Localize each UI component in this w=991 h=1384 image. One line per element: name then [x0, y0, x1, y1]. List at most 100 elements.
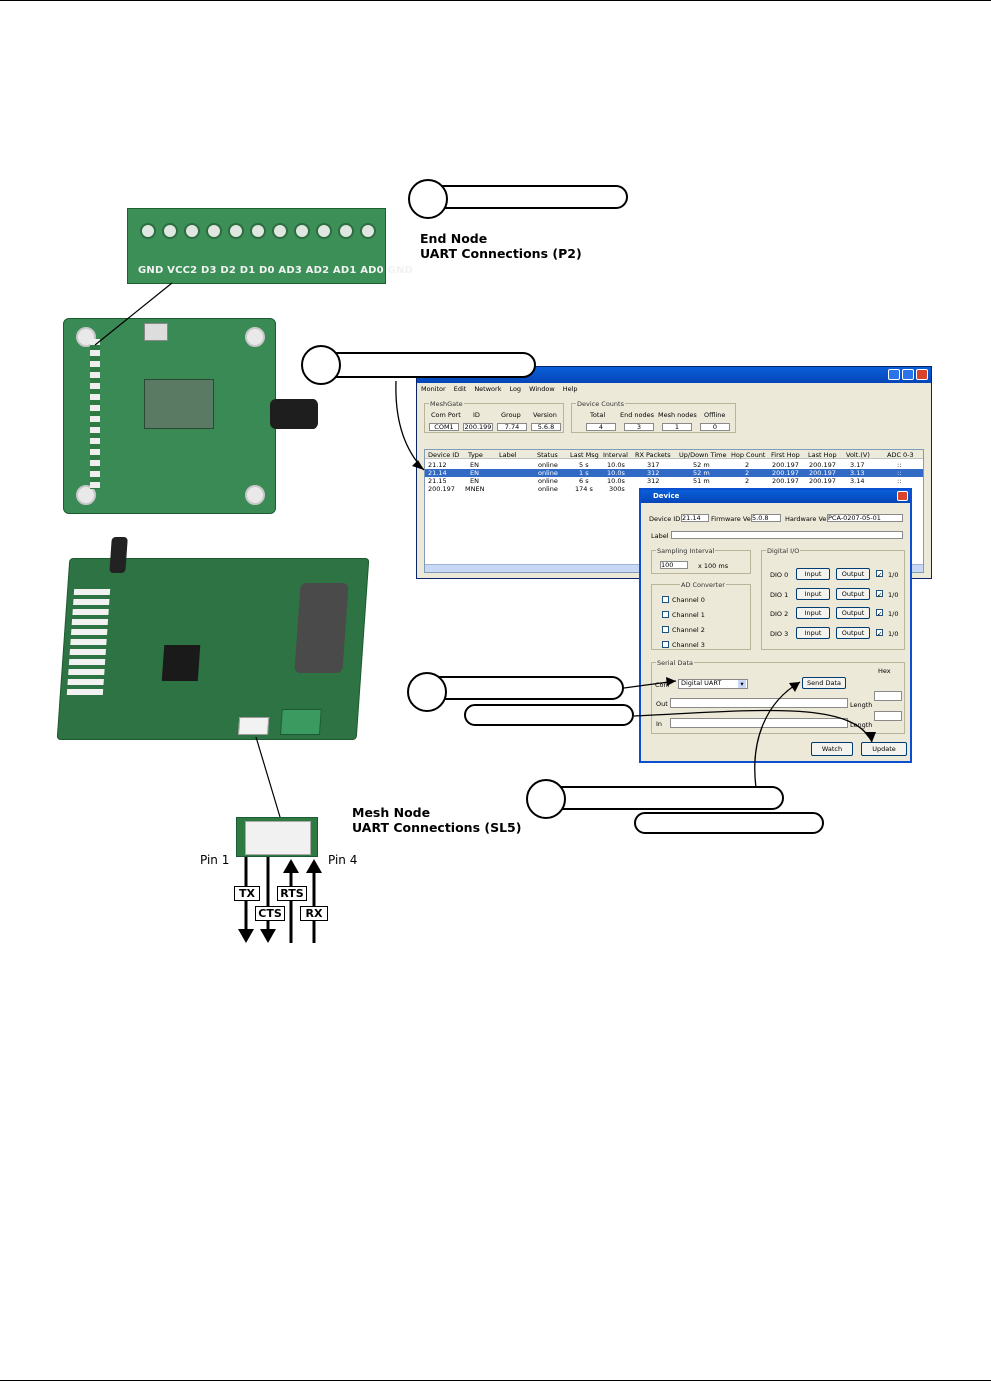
menu-bar: Monitor Edit Network Log Window Help	[417, 383, 931, 394]
cell-volt: 3.13	[850, 469, 865, 477]
rts-arrowhead-icon	[283, 859, 299, 873]
out-length-field	[874, 691, 902, 701]
out-field[interactable]	[670, 698, 848, 708]
table-row[interactable]: 21.15 EN online 6 s 10.0s 312 51 m 2 200…	[425, 477, 923, 485]
cell-interval: 10.0s	[607, 477, 625, 485]
menu-window[interactable]: Window	[529, 384, 555, 393]
maximize-icon[interactable]	[902, 369, 914, 380]
arrowhead-icon	[864, 732, 876, 742]
mesh-node-caption-line2: UART Connections (SL5)	[352, 820, 522, 835]
close-icon[interactable]	[916, 369, 928, 380]
minimize-icon[interactable]	[888, 369, 900, 380]
column-header-rx-packets[interactable]: RX Packets	[635, 451, 671, 459]
dio-input-button[interactable]: Input	[796, 607, 830, 619]
dio-flag: 1/0	[888, 630, 899, 638]
table-row-selected[interactable]: 21.14 EN online 1 s 10.0s 312 52 m 2 200…	[425, 469, 923, 477]
device-counts-label: Device Counts	[576, 400, 625, 408]
column-header-label[interactable]: Label	[499, 451, 517, 459]
cts-arrowhead-icon	[260, 929, 276, 943]
cell-device-id: 200.197	[428, 485, 455, 493]
column-header-interval[interactable]: Interval	[603, 451, 628, 459]
sampling-input[interactable]: 100	[660, 561, 688, 569]
conf-select[interactable]: Digital UART ▾	[678, 679, 748, 689]
close-icon[interactable]	[897, 491, 908, 501]
channel-checkbox[interactable]	[662, 641, 669, 648]
column-header-hop-count[interactable]: Hop Count	[731, 451, 766, 459]
chevron-down-icon: ▾	[738, 680, 746, 688]
cell-status: online	[538, 461, 558, 469]
dio-flag: 1/0	[888, 571, 899, 579]
cell-device-id: 21.14	[428, 469, 447, 477]
channel-checkbox[interactable]	[662, 611, 669, 618]
dio-checkbox[interactable]: ✓	[876, 570, 883, 579]
serial-data-group: Serial Data Hex Conf Digital UART ▾ Send…	[651, 659, 905, 734]
dio-output-button[interactable]: Output	[836, 588, 870, 600]
menu-log[interactable]: Log	[509, 384, 522, 393]
callout-bar-4b	[634, 812, 824, 834]
cell-volt: 3.14	[850, 477, 865, 485]
column-header-volt[interactable]: Volt.(V)	[846, 451, 870, 459]
send-data-button[interactable]: Send Data	[802, 677, 846, 689]
cell-last-hop: 200.197	[809, 469, 836, 477]
cell-adc: ::	[897, 469, 902, 477]
column-header-device-id[interactable]: Device ID	[428, 451, 460, 459]
in-label: In	[656, 720, 663, 728]
end-node-caption-line1: End Node	[420, 231, 488, 246]
device-counts-group: Device Counts Total End nodes Mesh nodes…	[571, 400, 736, 433]
device-dialog-title: Device	[641, 490, 910, 503]
meshgate-header: Version	[533, 411, 557, 419]
column-header-status[interactable]: Status	[537, 451, 558, 459]
digital-io-group: Digital I/O DIO 0 Input Output ✓ 1/0 DIO…	[761, 547, 905, 650]
column-header-first-hop[interactable]: First Hop	[771, 451, 800, 459]
dio-checkbox[interactable]: ✓	[876, 609, 883, 618]
end-node-terminal-photo: GND VCC2 D3 D2 D1 D0 AD3 AD2 AD1 AD0 GND	[127, 208, 413, 284]
dio-name: DIO 2	[770, 610, 789, 618]
device-counts-header: Total	[590, 411, 606, 419]
device-counts-header: End nodes	[620, 411, 655, 419]
column-header-updown-time[interactable]: Up/Down Time	[679, 451, 727, 459]
dio-checkbox[interactable]: ✓	[876, 629, 883, 638]
menu-edit[interactable]: Edit	[453, 384, 467, 393]
sampling-group: Sampling Interval 100 x 100 ms	[651, 547, 751, 574]
cell-adc: ::	[897, 477, 902, 485]
column-header-type[interactable]: Type	[468, 451, 483, 459]
footer-rule	[0, 1380, 991, 1381]
sampling-label: Sampling Interval	[656, 547, 716, 555]
rx-signal-label: RX	[300, 906, 328, 921]
cell-type: MNEN	[465, 485, 485, 493]
update-button[interactable]: Update	[861, 742, 907, 756]
menu-monitor[interactable]: Monitor	[421, 384, 446, 393]
channel-checkbox[interactable]	[662, 596, 669, 603]
table-row[interactable]: 200.197 MNEN online 174 s 300s	[425, 485, 923, 493]
meshgate-value: 5.6.8	[531, 423, 561, 431]
dio-input-button[interactable]: Input	[796, 588, 830, 600]
watch-button[interactable]: Watch	[811, 742, 853, 756]
dio-checkbox[interactable]: ✓	[876, 590, 883, 599]
column-header-adc[interactable]: ADC 0-3	[887, 451, 914, 459]
dio-output-button[interactable]: Output	[836, 607, 870, 619]
dio-input-button[interactable]: Input	[796, 568, 830, 580]
cts-signal-label: CTS	[255, 906, 285, 921]
callout-bar-2	[322, 352, 536, 378]
dio-output-button[interactable]: Output	[836, 627, 870, 639]
callout-circle-3	[407, 672, 447, 712]
meshgate-header: Com Port	[431, 411, 461, 419]
menu-help[interactable]: Help	[562, 384, 578, 393]
label-field[interactable]	[671, 531, 903, 539]
dio-input-button[interactable]: Input	[796, 627, 830, 639]
cell-rx-packets: 312	[647, 477, 660, 485]
cell-interval: 10.0s	[607, 469, 625, 477]
mesh-node-caption-line1: Mesh Node	[352, 805, 431, 820]
menu-network[interactable]: Network	[474, 384, 502, 393]
arrowhead-icon	[412, 460, 424, 470]
mounting-hole	[76, 485, 96, 505]
switch	[144, 323, 168, 341]
channel-checkbox[interactable]	[662, 626, 669, 633]
callout-circle-4	[526, 779, 566, 819]
terminal-hole	[162, 223, 178, 239]
table-row[interactable]: 21.12 EN online 5 s 10.0s 317 52 m 2 200…	[425, 461, 923, 469]
dio-output-button[interactable]: Output	[836, 568, 870, 580]
column-header-last-hop[interactable]: Last Hop	[808, 451, 837, 459]
column-header-last-msg[interactable]: Last Msg	[570, 451, 599, 459]
dio-name: DIO 3	[770, 630, 789, 638]
